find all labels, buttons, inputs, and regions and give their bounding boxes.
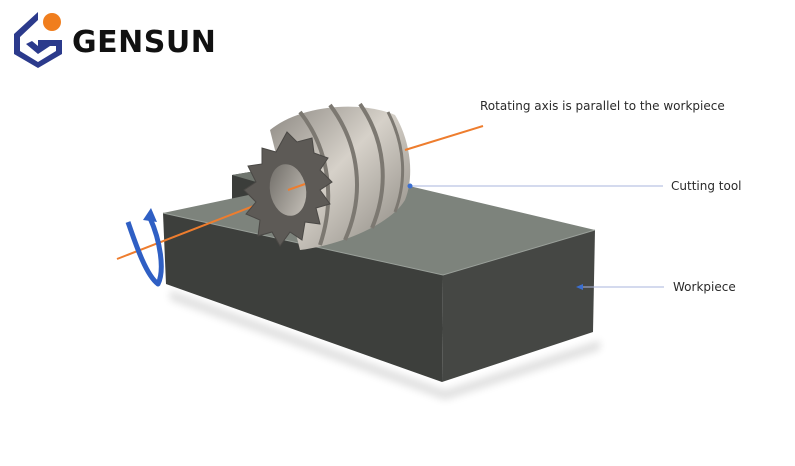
gensun-logo-mark-icon [14, 12, 62, 68]
brand-name: GENSUN [72, 24, 217, 60]
workpiece-label: Workpiece [673, 280, 736, 294]
rotation-arrow-icon [125, 208, 164, 287]
gensun-logo: GENSUN [12, 12, 216, 68]
axis-label: Rotating axis is parallel to the workpie… [480, 99, 725, 113]
cutting-tool [243, 102, 411, 250]
workpiece-leader [576, 284, 664, 290]
cutting-tool-label: Cutting tool [671, 179, 742, 193]
cutting-tool-leader [407, 183, 663, 189]
workpiece-block [162, 170, 596, 382]
